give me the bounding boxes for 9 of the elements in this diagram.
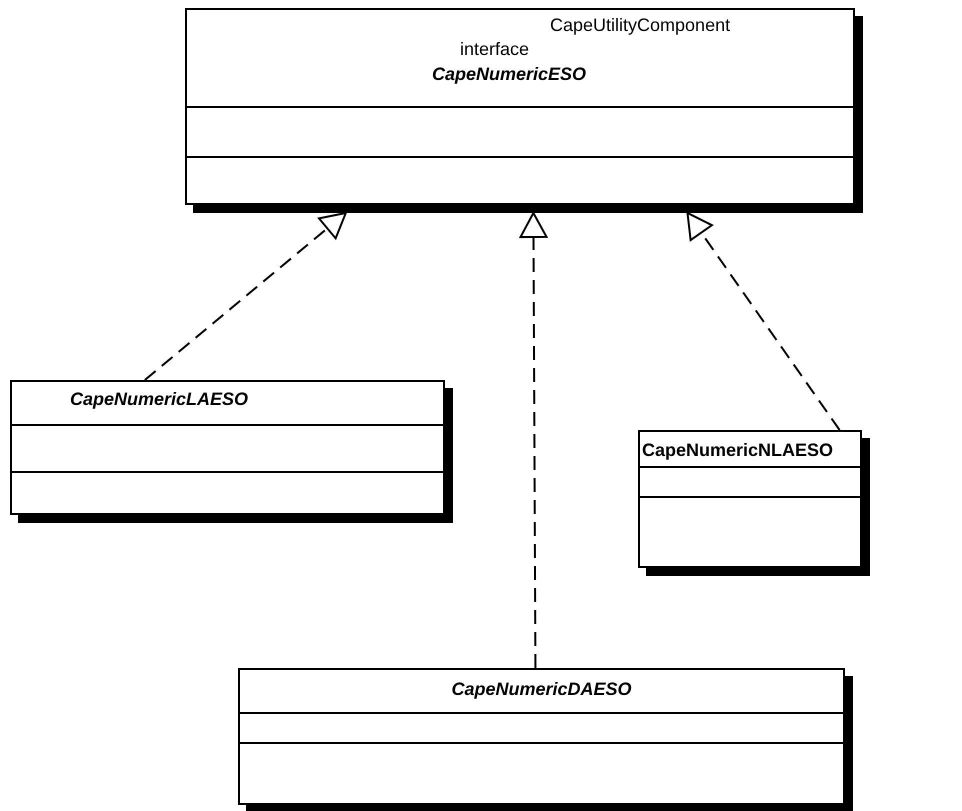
class-name: CapeNumericESO	[432, 65, 586, 85]
realization-arrow	[520, 212, 548, 668]
stereotype-label: interface	[460, 40, 530, 60]
class-name: CapeNumericNLAESO	[642, 441, 834, 461]
realization-arrow	[144, 212, 347, 381]
class-name: CapeNumericLAESO	[70, 390, 248, 410]
parent-name-label: CapeUtilityComponent	[550, 16, 730, 36]
realization-arrow	[686, 212, 840, 431]
class-name: CapeNumericDAESO	[450, 680, 633, 700]
